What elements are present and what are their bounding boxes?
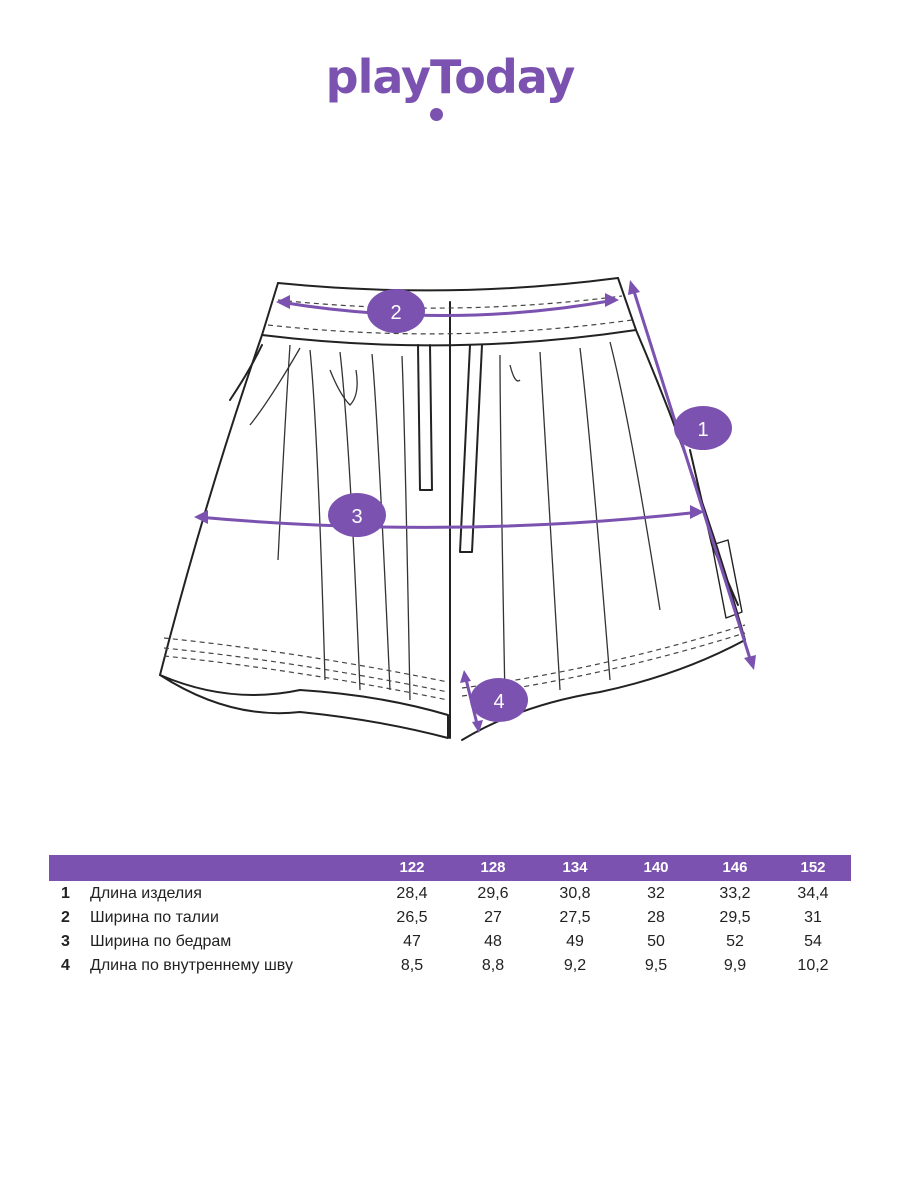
arrow-waist-right xyxy=(605,293,619,307)
arrow-length-bottom xyxy=(744,655,756,670)
row-label: Ширина по талии xyxy=(90,909,219,926)
measure-length-line xyxy=(630,283,754,667)
hem-stitch-left-2 xyxy=(163,647,449,693)
row-value: 54 xyxy=(804,933,822,950)
hem-stitch-left-3 xyxy=(163,655,449,701)
drawstring-right xyxy=(459,344,483,553)
row-value: 34,4 xyxy=(797,885,829,902)
size-header: 128 xyxy=(480,859,506,876)
row-value: 29,5 xyxy=(719,909,751,926)
row-value: 48 xyxy=(484,933,502,950)
brand-logo: playToday xyxy=(325,50,576,104)
row-value: 8,5 xyxy=(400,957,424,974)
marker-2-label: 2 xyxy=(390,302,401,324)
marker-3: 3 xyxy=(328,493,386,537)
waistband-top xyxy=(277,277,619,292)
row-value: 31 xyxy=(804,909,822,926)
row-value: 27,5 xyxy=(559,909,591,926)
logo-dot xyxy=(430,108,443,121)
arrow-hip-right xyxy=(690,505,704,519)
marker-3-label: 3 xyxy=(351,506,362,528)
left-side-seam xyxy=(159,334,263,676)
row-value: 9,2 xyxy=(563,957,587,974)
shorts-diagram: 2 1 3 4 xyxy=(159,277,756,741)
row-value: 28 xyxy=(647,909,665,926)
marker-1-label: 1 xyxy=(697,419,708,441)
size-header: 140 xyxy=(643,859,669,876)
row-value: 32 xyxy=(647,885,665,902)
waist-stitch-2 xyxy=(267,319,633,335)
measure-waist-line xyxy=(278,298,617,318)
drawstring-left xyxy=(417,344,433,491)
row-value: 10,2 xyxy=(797,957,829,974)
arrow-inseam-top xyxy=(460,670,471,683)
table-row: 2 Ширина по талии 26,5 27 27,5 28 29,5 3… xyxy=(49,905,851,929)
row-value: 9,9 xyxy=(723,957,747,974)
table-row: 4 Длина по внутреннему шву 8,5 8,8 9,2 9… xyxy=(49,953,851,977)
row-value: 50 xyxy=(647,933,665,950)
row-number: 4 xyxy=(61,957,70,974)
row-value: 26,5 xyxy=(396,909,428,926)
row-label: Ширина по бедрам xyxy=(90,933,232,950)
size-header: 146 xyxy=(722,859,748,876)
marker-1: 1 xyxy=(674,406,732,450)
row-value: 30,8 xyxy=(559,885,591,902)
marker-4-label: 4 xyxy=(493,691,504,713)
table-row: 1 Длина изделия 28,4 29,6 30,8 32 33,2 3… xyxy=(49,881,851,905)
row-value: 47 xyxy=(403,933,421,950)
arrow-length-top xyxy=(628,280,640,295)
row-number: 3 xyxy=(61,933,70,950)
hem-stitch-left-1 xyxy=(163,637,449,683)
waistband-right-edge xyxy=(617,277,637,331)
row-value: 28,4 xyxy=(396,885,428,902)
marker-2: 2 xyxy=(367,289,425,333)
row-value: 33,2 xyxy=(719,885,751,902)
row-value: 9,5 xyxy=(644,957,668,974)
row-value: 8,8 xyxy=(481,957,505,974)
row-number: 2 xyxy=(61,909,70,926)
size-table: 122 128 134 140 146 152 1 Длина изделия … xyxy=(49,855,851,977)
row-label: Длина по внутреннему шву xyxy=(90,957,293,974)
arrow-hip-left xyxy=(194,510,208,524)
row-value: 29,6 xyxy=(477,885,509,902)
size-header: 134 xyxy=(562,859,588,876)
row-value: 27 xyxy=(484,909,502,926)
size-header: 122 xyxy=(399,859,425,876)
pocket-right xyxy=(689,449,739,606)
row-label: Длина изделия xyxy=(90,885,202,902)
size-header: 152 xyxy=(800,859,826,876)
row-value: 49 xyxy=(566,933,584,950)
size-table-header: 122 128 134 140 146 152 xyxy=(49,855,851,881)
waist-stitch-1 xyxy=(277,295,623,309)
table-row: 3 Ширина по бедрам 47 48 49 50 52 54 xyxy=(49,929,851,953)
waistband-left-edge xyxy=(261,282,279,336)
arrow-inseam-bottom xyxy=(472,720,483,733)
row-value: 52 xyxy=(726,933,744,950)
left-hem xyxy=(159,674,449,739)
side-tab xyxy=(711,539,743,619)
marker-4: 4 xyxy=(470,678,528,722)
row-number: 1 xyxy=(61,885,70,902)
arrow-waist-left xyxy=(276,295,290,309)
measure-hip-line xyxy=(196,510,702,529)
pocket-left xyxy=(229,344,263,401)
